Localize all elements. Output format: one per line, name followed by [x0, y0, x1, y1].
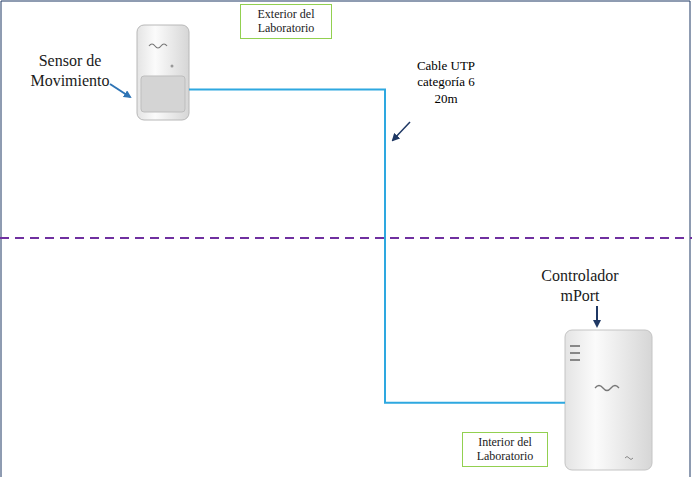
zone-box: Exterior del Laboratorio	[240, 4, 332, 39]
boundary-line	[0, 237, 692, 239]
device-label: Sensor de Movimiento	[15, 51, 125, 91]
zone-label: Exterior del Laboratorio	[245, 7, 327, 36]
zone-label: Interior del Laboratorio	[467, 435, 543, 464]
leader-arrow	[393, 122, 410, 140]
motion-sensor-node: Sensor de Movimiento	[137, 25, 189, 120]
leader-arrow	[596, 306, 598, 326]
device-label: Controlador mPort	[525, 266, 635, 306]
zone-box: Interior del Laboratorio	[462, 432, 548, 467]
leader-arrow	[110, 84, 130, 97]
mport-controller	[565, 330, 652, 470]
cable-label: Cable UTP categoría 6 20m	[408, 58, 484, 107]
controller-node: Controlador mPort	[565, 330, 652, 470]
motion-sensor	[137, 25, 189, 120]
utp-cable	[189, 90, 565, 403]
